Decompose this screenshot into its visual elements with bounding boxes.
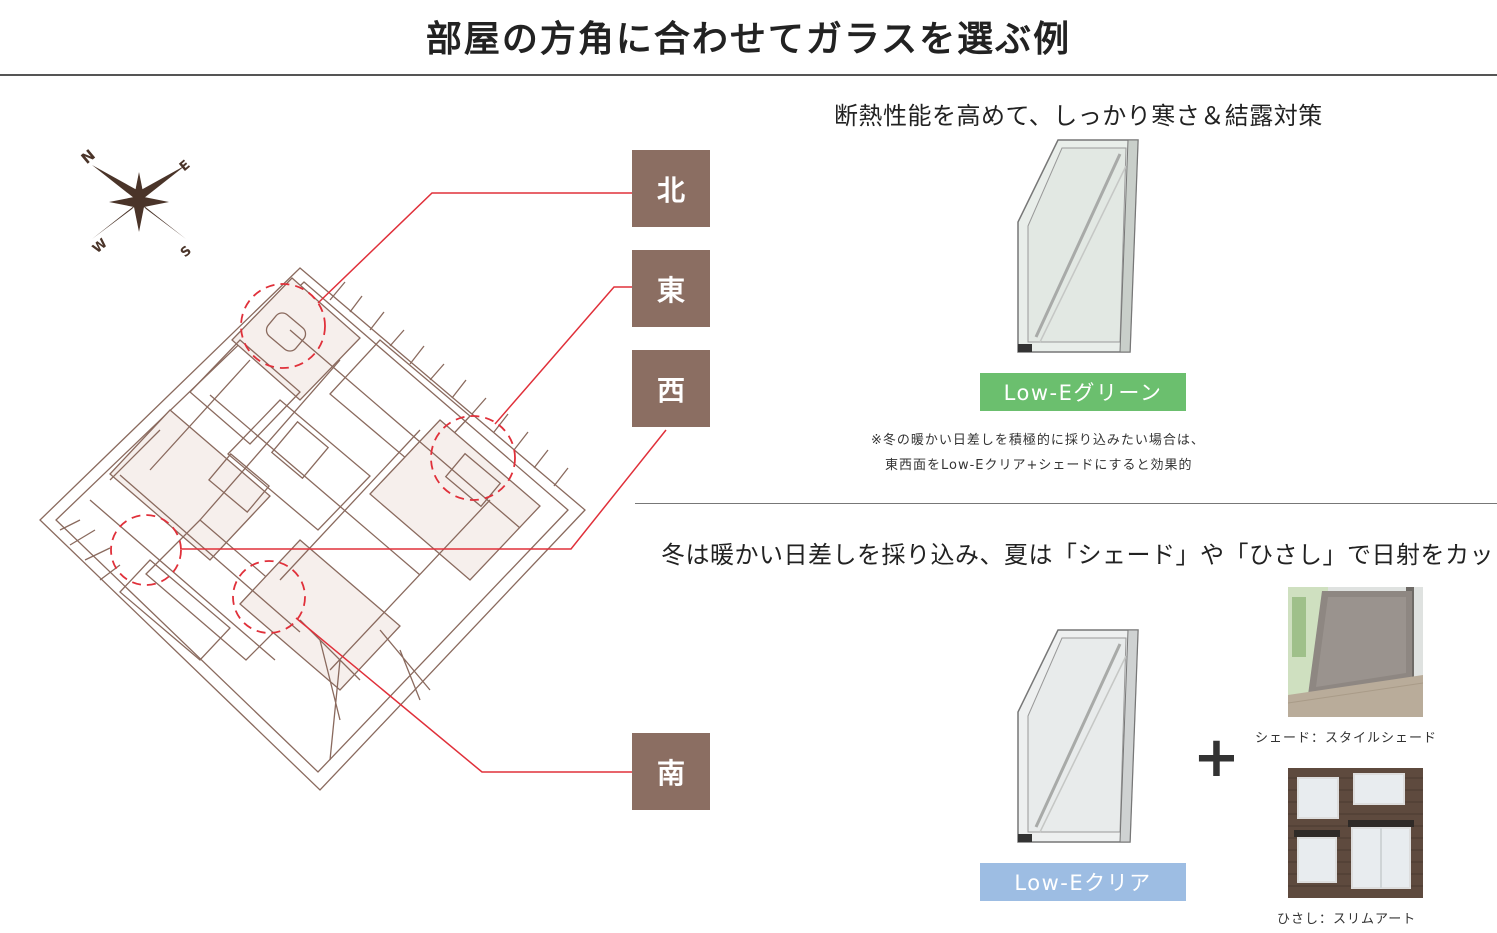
callout-lines xyxy=(180,192,667,773)
section-divider xyxy=(635,503,1497,504)
compass-e: E xyxy=(177,158,193,175)
page-title: 部屋の方角に合わせてガラスを選ぶ例 xyxy=(425,19,1072,60)
glass-pane-icon xyxy=(1017,139,1139,353)
compass-s: S xyxy=(178,243,195,261)
house-sketch xyxy=(39,267,586,791)
floor-plan-diagram: N E W S xyxy=(39,146,667,791)
section2-heading: 冬は暖かい日差しを採り込み、夏は「シェード」や「ひさし」で日射をカット xyxy=(661,541,1497,569)
title-divider xyxy=(0,74,1497,76)
direction-north: 北 xyxy=(632,150,710,227)
plus-icon: + xyxy=(1193,725,1240,790)
compass-w: W xyxy=(90,236,111,257)
compass-icon xyxy=(92,165,186,239)
badge-lowe-green: Low-Eグリーン xyxy=(980,373,1186,411)
hisashi-photo xyxy=(1288,768,1423,898)
note-line-2: 東西面をLow-Eクリア+シェードにすると効果的 xyxy=(885,458,1193,473)
section1-note: ※冬の暖かい日差しを積極的に採り込みたい場合は、 東西面をLow-Eクリア+シェ… xyxy=(871,428,1205,478)
glass-pane-icon xyxy=(1017,629,1139,843)
direction-west: 西 xyxy=(632,350,710,427)
shade-caption: シェード：スタイルシェード xyxy=(1255,731,1438,746)
direction-east: 東 xyxy=(632,250,710,327)
hisashi-caption: ひさし：スリムアート xyxy=(1277,912,1417,927)
note-line-1: ※冬の暖かい日差しを積極的に採り込みたい場合は、 xyxy=(871,433,1205,448)
shade-photo xyxy=(1288,587,1423,717)
section1-heading: 断熱性能を高めて、しっかり寒さ＆結露対策 xyxy=(834,102,1323,130)
window-highlights xyxy=(110,283,516,634)
badge-lowe-clear: Low-Eクリア xyxy=(980,863,1186,901)
direction-south: 南 xyxy=(632,733,710,810)
compass-n: N xyxy=(78,146,99,168)
